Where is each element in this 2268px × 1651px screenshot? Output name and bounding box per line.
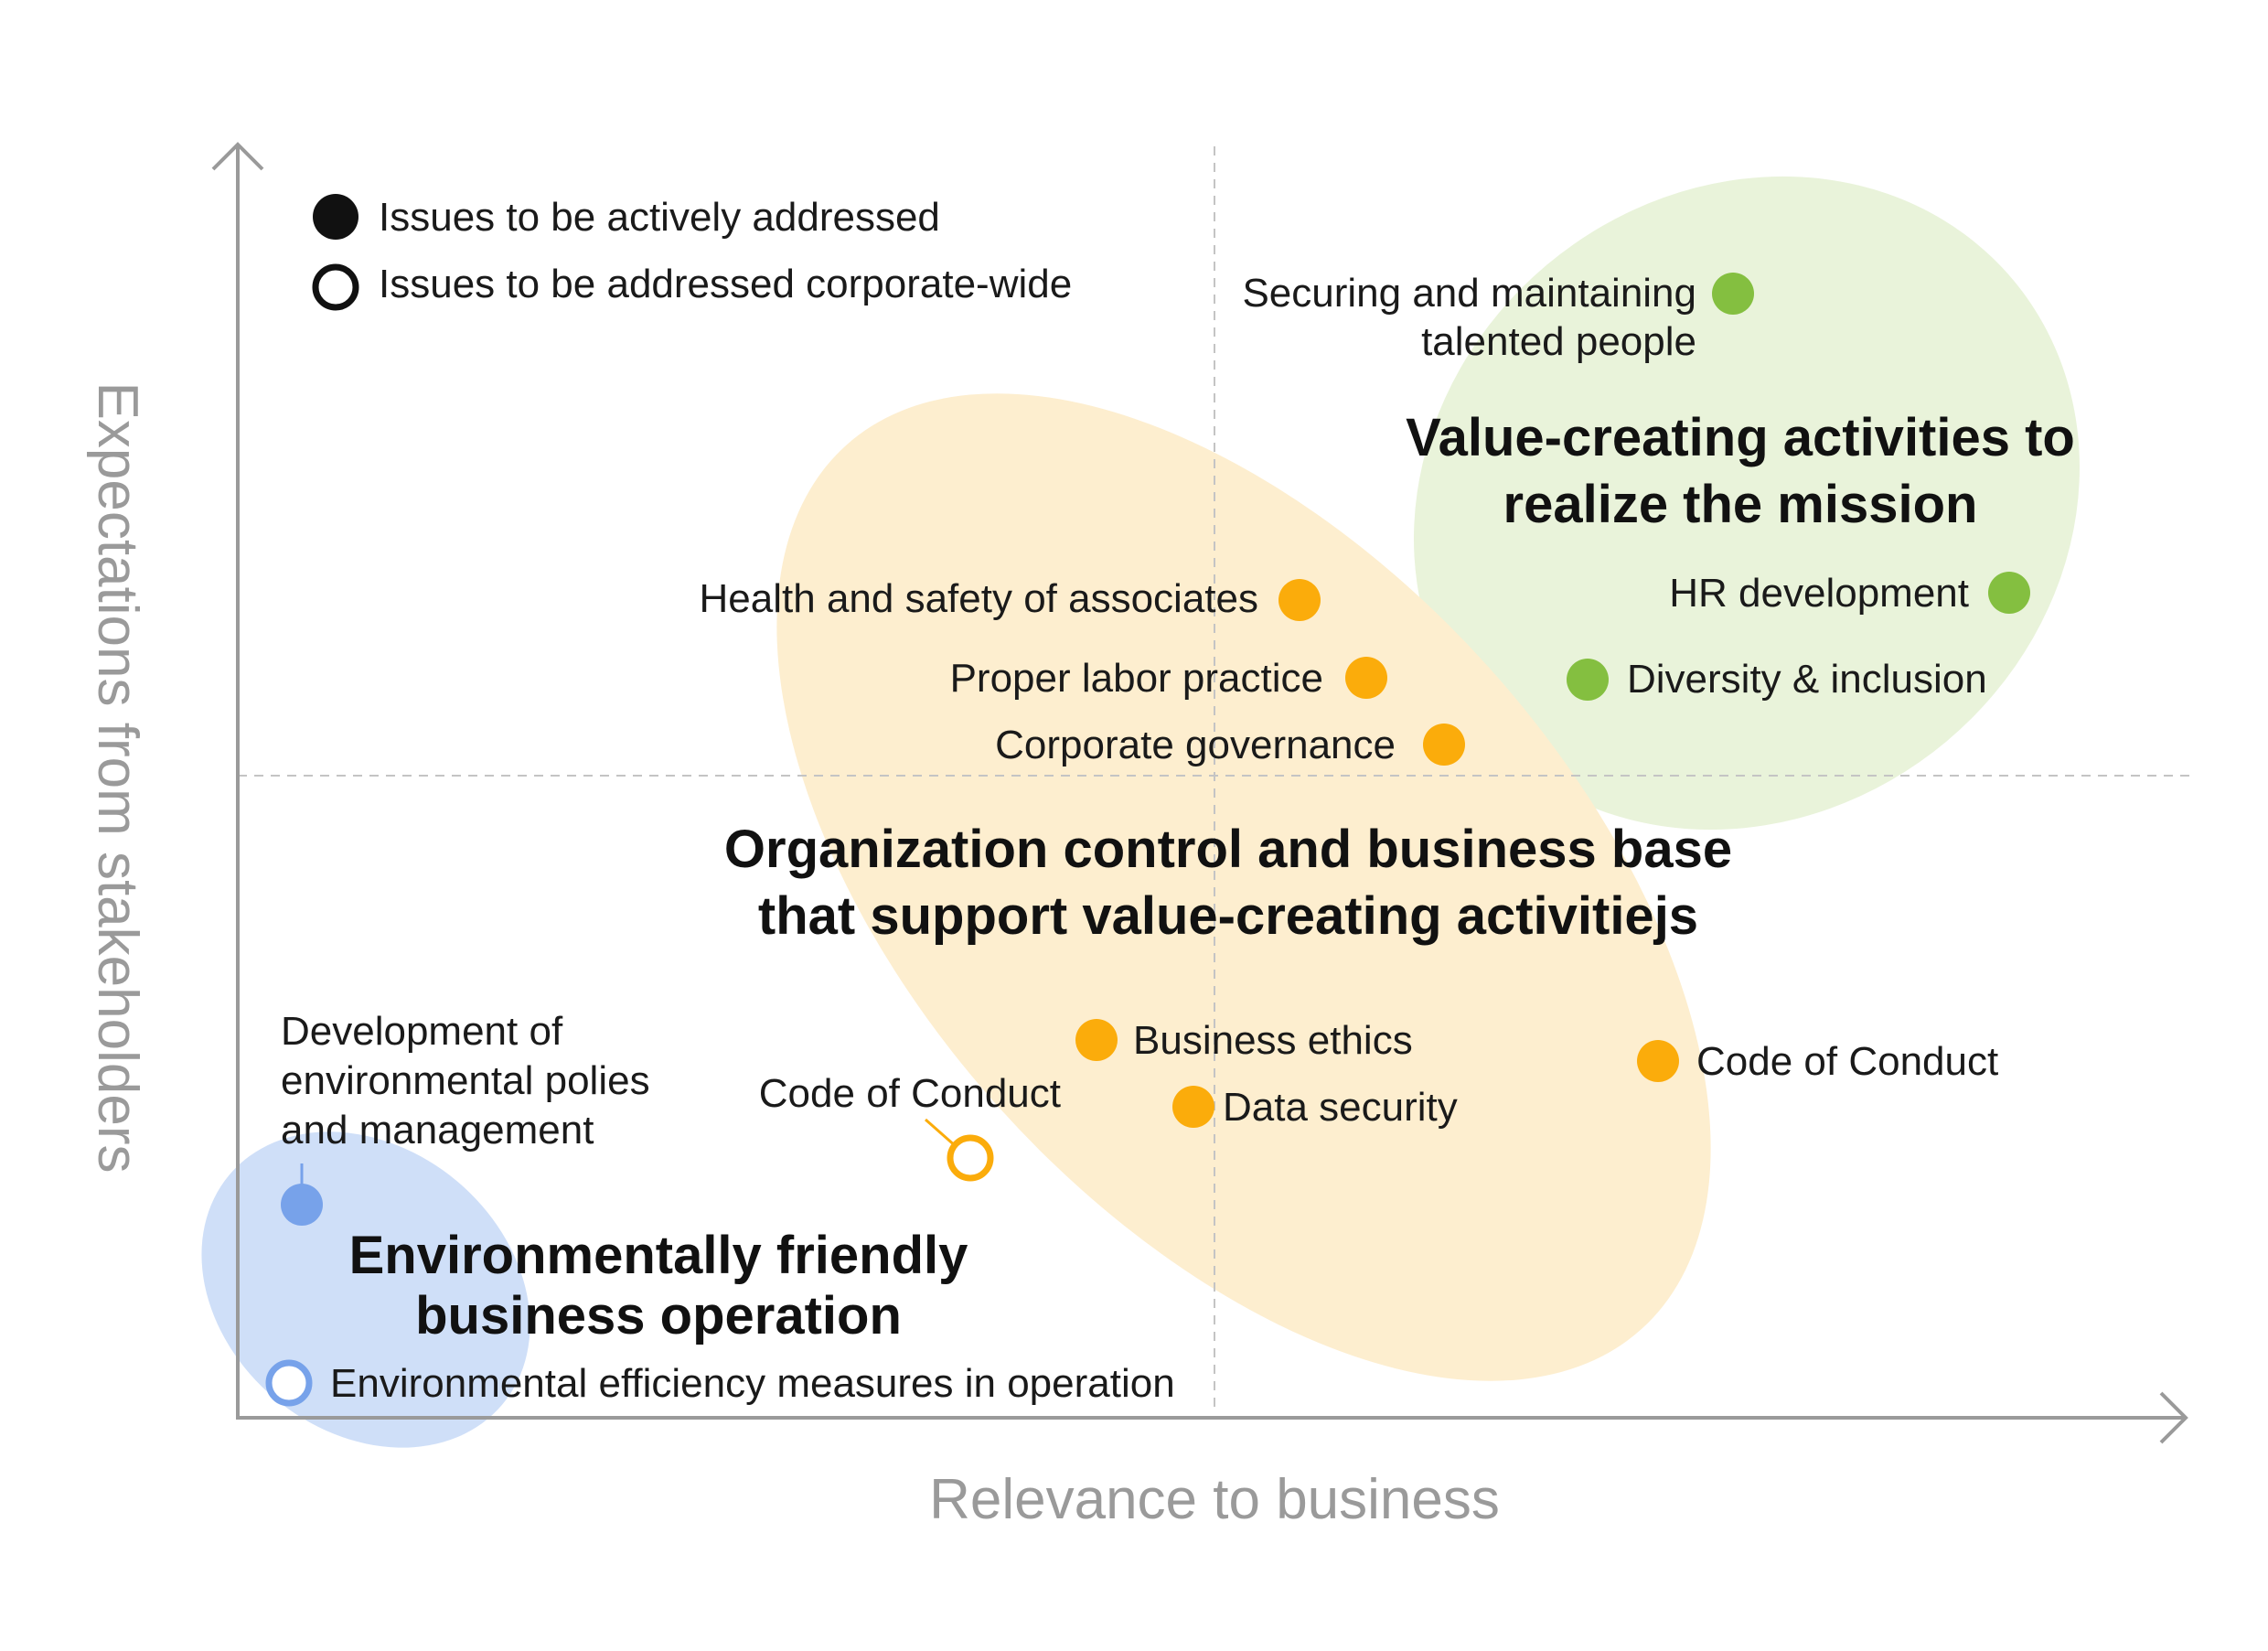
issue-diversity-label: Diversity & inclusion xyxy=(1627,657,1987,702)
y-axis xyxy=(211,142,264,1418)
issue-env-efficiency-label: Environmental efficiency measures in ope… xyxy=(330,1361,1175,1406)
issue-securing-talent-label-line2: talented people xyxy=(1421,319,1696,364)
issue-governance-dot xyxy=(1423,724,1465,766)
group-value-creating-title-line2: realize the mission xyxy=(1503,475,1978,534)
issue-business-ethics-label: Business ethics xyxy=(1133,1018,1413,1063)
issue-code-of-conduct-left-dot xyxy=(947,1134,994,1182)
issue-governance-label: Corporate governance xyxy=(995,723,1396,767)
y-axis-title: Expectations from stakeholders xyxy=(86,382,149,1174)
x-axis xyxy=(236,1391,2188,1444)
issue-env-policy-label-line3: and management xyxy=(281,1108,594,1152)
group-organization-title-line2: that support value-creating activitiejs xyxy=(758,886,1698,946)
issue-hr-development-dot xyxy=(1988,572,2030,614)
group-environmental-title-line2: business operation xyxy=(415,1286,902,1345)
issue-data-security-dot xyxy=(1172,1086,1214,1128)
issue-env-policy-dot xyxy=(281,1184,323,1226)
issue-code-of-conduct-left-label: Code of Conduct xyxy=(759,1071,1061,1116)
issue-hr-development-label: HR development xyxy=(1669,571,1969,616)
legend: Issues to be actively addressed Issues t… xyxy=(312,194,1072,311)
issue-env-policy-label-line1: Development of xyxy=(281,1009,563,1054)
issue-labor-practice-label: Proper labor practice xyxy=(950,656,1323,701)
legend-filled-label: Issues to be actively addressed xyxy=(379,195,940,240)
group-value-creating-title-line1: Value-creating activities to xyxy=(1406,408,2075,467)
issue-data-security-label: Data security xyxy=(1223,1085,1458,1130)
issue-labor-practice-dot xyxy=(1345,657,1387,699)
x-axis-arrow-icon xyxy=(2159,1391,2188,1444)
issue-diversity-dot xyxy=(1567,659,1609,701)
issue-health-safety-dot xyxy=(1278,579,1321,621)
group-environmental-title-line1: Environmentally friendly xyxy=(349,1226,968,1285)
issue-code-of-conduct-right-label: Code of Conduct xyxy=(1696,1039,1998,1084)
legend-hollow-dot-icon xyxy=(312,263,359,311)
legend-hollow-label: Issues to be addressed corporate-wide xyxy=(379,262,1072,306)
y-axis-arrow-icon xyxy=(211,142,264,171)
issue-code-of-conduct-left-leader xyxy=(925,1118,957,1149)
issue-code-of-conduct-right-dot xyxy=(1637,1040,1679,1082)
orange-zone xyxy=(776,393,1711,1381)
issue-securing-talent-dot xyxy=(1712,273,1754,315)
issue-health-safety-label: Health and safety of associates xyxy=(700,576,1258,621)
x-axis-title: Relevance to business xyxy=(929,1468,1500,1531)
issue-env-policy-label-line2: environmental polies xyxy=(281,1058,650,1103)
issue-securing-talent-label-line1: Securing and maintaining xyxy=(1242,271,1696,316)
issue-env-efficiency-dot xyxy=(265,1359,313,1407)
issue-business-ethics-dot xyxy=(1075,1019,1118,1061)
legend-filled-dot-icon xyxy=(313,194,358,240)
group-organization-title-line1: Organization control and business base xyxy=(724,820,1732,879)
